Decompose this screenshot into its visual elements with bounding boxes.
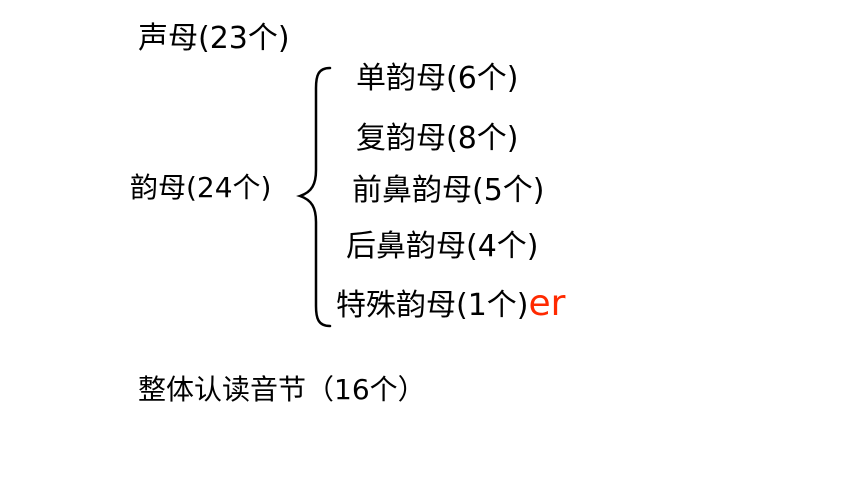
consonants-label: 声母(23个) bbox=[138, 21, 290, 56]
special-finals-label: 特殊韵母(1个) bbox=[336, 288, 529, 323]
list-item-front-nasal-finals: 前鼻韵母(5个) bbox=[352, 173, 545, 208]
list-item-simple-finals: 单韵母(6个) bbox=[356, 61, 519, 96]
whole-syllables-label: 整体认读音节（16个） bbox=[138, 373, 426, 406]
list-item-back-nasal-finals: 后鼻韵母(4个) bbox=[346, 229, 539, 264]
curly-brace-icon bbox=[296, 66, 332, 328]
finals-label: 韵母(24个) bbox=[130, 171, 272, 204]
list-item-special-finals: 特殊韵母(1个)er bbox=[336, 286, 565, 322]
special-finals-example: er bbox=[528, 283, 566, 324]
list-item-compound-finals: 复韵母(8个) bbox=[356, 121, 519, 156]
